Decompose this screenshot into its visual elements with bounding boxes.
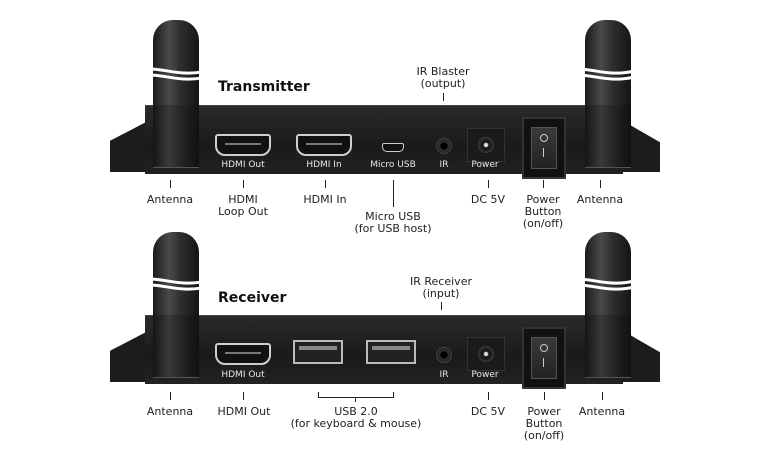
switch-off-icon xyxy=(540,344,548,352)
switch-on-icon xyxy=(543,358,544,367)
callout-line xyxy=(488,180,489,188)
micro-usb-port xyxy=(382,143,404,152)
antenna-break-icon xyxy=(567,276,645,291)
callout-line xyxy=(602,392,603,400)
receiver-antenna-left xyxy=(153,232,199,315)
antenna-left-callout: Antenna xyxy=(146,405,194,418)
transmitter-antenna-left xyxy=(153,20,199,105)
receiver-antenna-right-base xyxy=(585,315,631,378)
callout-line xyxy=(543,180,544,188)
ir-port-label: IR xyxy=(439,160,449,170)
hdmi-in-port-label: HDMI In xyxy=(306,160,342,170)
antenna-right-callout: Antenna xyxy=(578,405,626,418)
ir-port-label: IR xyxy=(439,370,449,380)
callout-line xyxy=(488,392,489,400)
dc-power-jack xyxy=(467,128,505,162)
callout-line xyxy=(544,392,545,400)
antenna-break-icon xyxy=(139,66,217,81)
dc-5v-callout: DC 5V xyxy=(470,193,506,206)
callout-line xyxy=(355,397,356,402)
callout-line xyxy=(441,302,442,310)
usb-a-port-2 xyxy=(366,340,416,364)
micro-usb-callout: Micro USB(for USB host) xyxy=(354,210,432,235)
transmitter-left-wing xyxy=(110,120,150,172)
hdmi-out-port xyxy=(215,134,271,156)
receiver-title: Receiver xyxy=(218,290,287,306)
transmitter-antenna-right-base xyxy=(585,105,631,168)
callout-line xyxy=(325,180,326,188)
ir-blaster-callout: IR Blaster(output) xyxy=(416,65,470,90)
transmitter-title: Transmitter xyxy=(218,79,310,95)
hdmi-in-port xyxy=(296,134,352,156)
antenna-left-callout: Antenna xyxy=(146,193,194,206)
receiver-antenna-right xyxy=(585,232,631,315)
callout-line xyxy=(243,180,244,188)
dc-5v-callout: DC 5V xyxy=(470,405,506,418)
callout-line xyxy=(243,392,244,400)
transmitter-antenna-left-base xyxy=(153,105,199,168)
callout-line xyxy=(393,180,394,207)
transmitter-antenna-right xyxy=(585,20,631,105)
switch-off-icon xyxy=(540,134,548,142)
usb-callout: USB 2.0(for keyboard & mouse) xyxy=(290,405,422,430)
hdmi-out-port xyxy=(215,343,271,365)
power-port-label: Power xyxy=(471,370,499,380)
hdmi-out-port-label: HDMI Out xyxy=(221,160,265,170)
receiver-antenna-left-base xyxy=(153,315,199,378)
receiver-left-wing xyxy=(110,330,150,382)
power-port-label: Power xyxy=(471,160,499,170)
switch-on-icon xyxy=(543,148,544,157)
callout-line xyxy=(600,180,601,188)
usb-bracket xyxy=(318,392,394,398)
ir-receiver-callout: IR Receiver(input) xyxy=(410,275,472,300)
power-switch xyxy=(522,117,566,179)
hdmi-in-callout: HDMI In xyxy=(303,193,347,206)
hdmi-out-callout: HDMI Out xyxy=(217,405,271,418)
micro-usb-port-label: Micro USB xyxy=(370,160,416,170)
antenna-right-callout: Antenna xyxy=(576,193,624,206)
antenna-break-icon xyxy=(139,276,217,291)
dc-power-jack xyxy=(467,337,505,371)
callout-line xyxy=(170,180,171,188)
callout-line xyxy=(170,392,171,400)
antenna-break-icon xyxy=(567,66,645,81)
hdmi-out-port-label: HDMI Out xyxy=(221,370,265,380)
ir-jack xyxy=(436,347,452,363)
power-switch xyxy=(522,327,566,389)
ir-jack xyxy=(436,138,452,154)
usb-a-port-1 xyxy=(293,340,343,364)
callout-line xyxy=(443,93,444,101)
